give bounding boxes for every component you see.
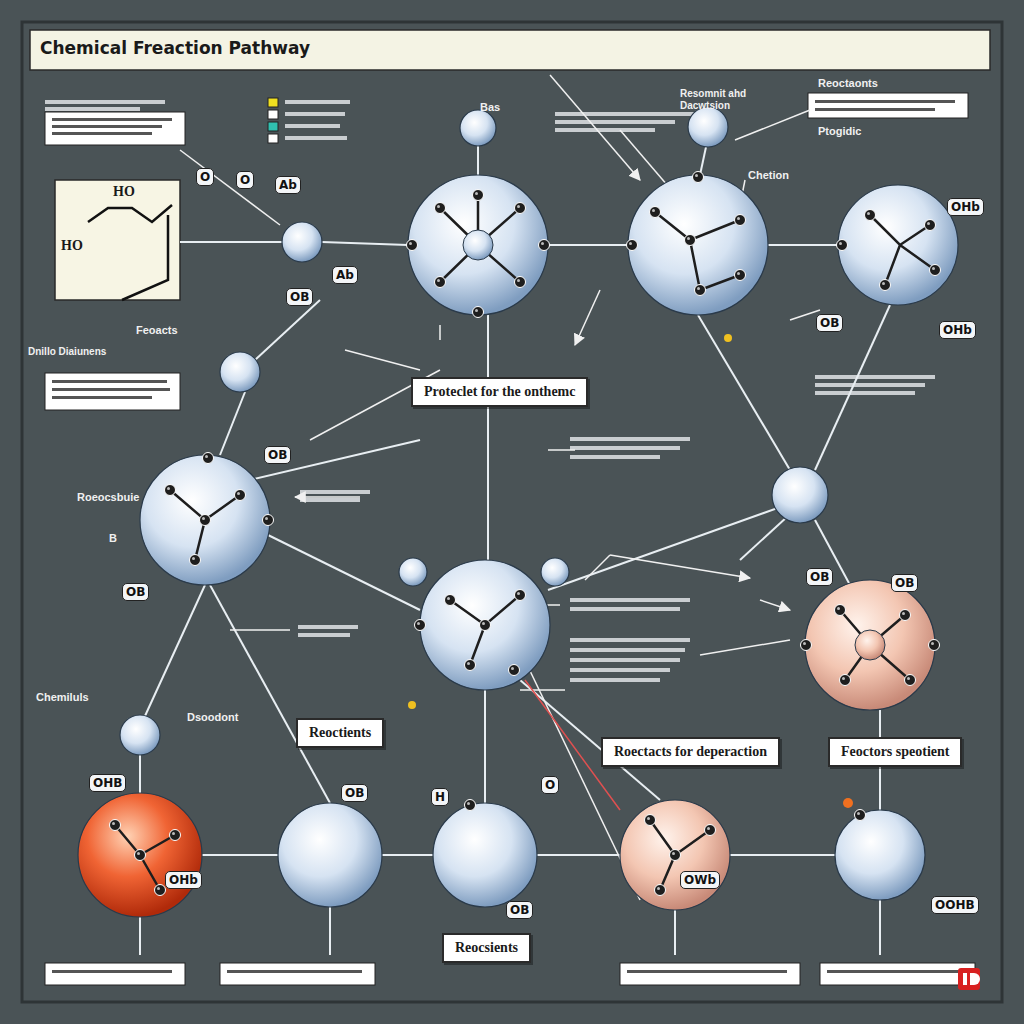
atom-label: OOHB	[931, 896, 979, 914]
atom-label: OHb	[947, 198, 984, 216]
atom-label: OB	[891, 574, 918, 592]
diagram-title: Chemical Freaction Pathway	[40, 38, 310, 58]
atom-label: OB	[286, 288, 313, 306]
spark-mark	[843, 798, 853, 808]
annotation-text: Feoacts	[136, 324, 178, 337]
inner-bonds	[115, 195, 935, 890]
label-box: Feoctors speotient	[828, 737, 962, 767]
structure-panel: HO HO	[55, 180, 180, 300]
annotation-text: Reoctaonts	[818, 77, 878, 90]
spark-mark	[408, 701, 416, 709]
annotation-text: Chemiluls	[36, 691, 89, 704]
atom-label: OB	[122, 583, 149, 601]
atom-label: Ab	[275, 176, 301, 194]
atom-label: OB	[341, 784, 368, 802]
atom-label: H	[431, 788, 449, 806]
bond-lines	[140, 146, 890, 955]
annotation-text: Resomnit ahd Dacwtsion	[680, 88, 760, 112]
text-placeholder-bars	[45, 93, 975, 985]
annotation-text: Roeocsbuie	[77, 491, 139, 504]
atom-label: O	[236, 171, 254, 189]
node-text: HO	[61, 238, 83, 254]
atom-label: O	[196, 168, 214, 186]
spark-mark	[724, 334, 732, 342]
node-text: HO	[113, 184, 135, 200]
annotation-text: Ptogidic	[818, 125, 861, 138]
label-box: Proteclet for the onthemc	[411, 377, 588, 407]
label-box: Reocsients	[442, 933, 531, 963]
atom-label: OHb	[939, 321, 976, 339]
node-text: Proteclet for the onthemc	[424, 384, 575, 400]
atom-label: OB	[816, 314, 843, 332]
label-box: Reoctients	[296, 718, 384, 748]
annotation-text: B	[109, 532, 117, 545]
atom-dots	[110, 172, 941, 896]
node-text: Feoctors speotient	[841, 744, 949, 760]
frame	[22, 22, 1002, 1002]
node-text: Roectacts for deperaction	[614, 744, 767, 760]
node-text: Reocsients	[455, 940, 518, 956]
leader-lines	[180, 75, 820, 900]
atom-label: OB	[806, 568, 833, 586]
logo-mark	[958, 968, 980, 990]
atom-label: OHB	[89, 774, 126, 792]
annotation-text: Chetion	[748, 169, 789, 182]
annotation-text: Bas	[480, 101, 500, 114]
label-box: Roectacts for deperaction	[601, 737, 780, 767]
atom-label: OB	[264, 446, 291, 464]
atom-label: Ab	[332, 266, 358, 284]
atom-spheres	[78, 107, 958, 917]
node-text: Reoctients	[309, 725, 371, 741]
atom-label: OHb	[165, 871, 202, 889]
atom-label: OB	[506, 901, 533, 919]
atom-label: OWb	[680, 871, 720, 889]
atom-label: O	[541, 776, 559, 794]
inner-core	[463, 230, 885, 660]
annotation-text: Dsoodont	[187, 711, 238, 724]
annotation-text: Dnillo Diaiunens	[28, 346, 108, 358]
structure-panel	[55, 180, 284, 300]
